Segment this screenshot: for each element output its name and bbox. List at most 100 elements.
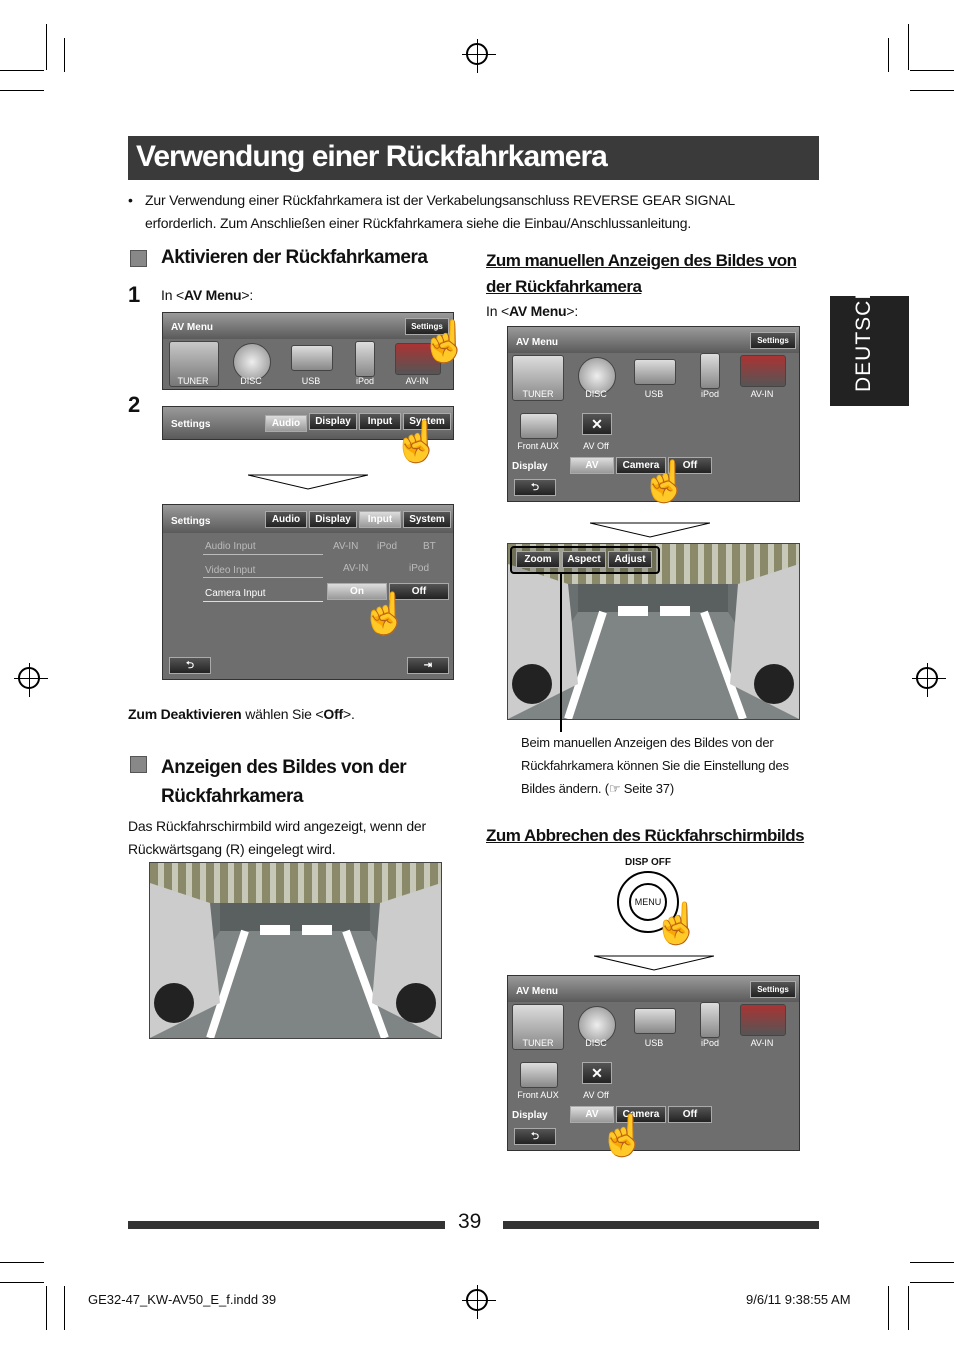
icon-label: AV Off (583, 1090, 609, 1100)
icon-label: iPod (355, 376, 374, 386)
av-in-icon[interactable] (395, 343, 441, 375)
usb-icon[interactable] (634, 359, 676, 385)
av-menu-title: AV Menu (516, 337, 559, 348)
back-icon[interactable]: ⮌ (514, 1128, 556, 1145)
settings-title: Settings (171, 419, 211, 430)
tab-system[interactable]: System (403, 511, 451, 528)
icon-label: DISC (585, 1038, 607, 1048)
disp-off-label: DISP OFF (625, 857, 671, 868)
adjust-note: Beim manuellen Anzeigen des Bildes von d… (521, 735, 789, 796)
tab-system[interactable]: System (403, 413, 451, 430)
icon-label: USB (301, 376, 321, 386)
icon-label: AV Off (583, 441, 609, 451)
callout-line (560, 572, 562, 732)
language-tab: DEUTSCH (830, 283, 909, 406)
icon-label: TUNER (522, 389, 554, 399)
disc-icon[interactable] (233, 343, 271, 381)
settings-button[interactable]: Settings (750, 332, 796, 349)
aspect-button[interactable]: Aspect (562, 551, 606, 568)
crop-mark (46, 24, 47, 70)
arrow-down-icon (248, 474, 368, 490)
front-aux-icon[interactable] (520, 1062, 558, 1088)
tab-audio[interactable]: Audio (265, 415, 307, 432)
settings-input-screen: Settings Audio Display Input System Audi… (162, 504, 454, 680)
back-icon[interactable]: ⮌ (514, 479, 556, 496)
row-option: iPod (409, 563, 430, 574)
hand-pointer-icon: ☝ (598, 1114, 648, 1158)
settings-title: Settings (171, 516, 211, 527)
ipod-icon[interactable] (700, 353, 720, 389)
menu-knob[interactable]: MENU (617, 871, 679, 933)
ipod-icon[interactable] (355, 341, 375, 377)
exit-icon[interactable]: ⇥ (407, 657, 449, 674)
settings-button[interactable]: Settings (405, 318, 449, 335)
icon-label: USB (644, 389, 664, 399)
icon-label: DISC (585, 389, 607, 399)
display-off-button[interactable]: Off (668, 1106, 712, 1123)
tab-audio[interactable]: Audio (265, 511, 307, 528)
hand-pointer-icon: ☝ (640, 460, 690, 504)
tab-input[interactable]: Input (359, 511, 401, 528)
tab-input[interactable]: Input (359, 413, 401, 430)
settings-button[interactable]: Settings (750, 981, 796, 998)
row-option: iPod (377, 541, 398, 552)
row-label: Video Input (205, 565, 256, 576)
arrow-down-icon (594, 955, 714, 971)
camera-input-on-button[interactable]: On (327, 583, 387, 600)
icon-label: AV-IN (405, 376, 429, 386)
display-camera-button[interactable]: Camera (616, 1106, 666, 1123)
close-icon[interactable]: ✕ (582, 413, 612, 435)
crop-mark (910, 1262, 954, 1263)
av-menu-screen: AV Menu Settings TUNER DISC USB iPod AV-… (162, 312, 454, 390)
camera-input-off-button[interactable]: Off (389, 583, 449, 600)
tab-display[interactable]: Display (309, 511, 357, 528)
hand-pointer-icon: ☝ (652, 902, 702, 946)
icon-label: Front AUX (517, 1090, 559, 1100)
disc-icon[interactable] (578, 1006, 616, 1044)
hand-pointer-icon: ☝ (420, 320, 470, 364)
footer-bar-left (128, 1221, 445, 1229)
tuner-icon[interactable] (512, 1004, 564, 1050)
front-aux-icon[interactable] (520, 413, 558, 439)
page-number: 39 (458, 1210, 482, 1233)
disc-icon[interactable] (578, 357, 616, 395)
crop-mark (908, 24, 909, 70)
language-tab-label: DEUTSCH (852, 283, 875, 392)
tuner-icon[interactable] (512, 355, 564, 401)
footer-file: GE32-47_KW-AV50_E_f.indd 39 (88, 1292, 277, 1307)
usb-icon[interactable] (291, 345, 333, 371)
intro-bullet: • Zur Verwendung einer Rückfahrkamera is… (128, 189, 808, 235)
step-number: 2 (128, 392, 141, 417)
crop-mark (0, 90, 44, 91)
tab-display[interactable]: Display (309, 413, 357, 430)
av-in-icon[interactable] (740, 1004, 786, 1036)
ipod-icon[interactable] (700, 1002, 720, 1038)
sub1-text: In <AV Menu>: (486, 303, 579, 319)
zoom-button[interactable]: Zoom (516, 551, 560, 568)
icon-label: Front AUX (517, 441, 559, 451)
display-off-button[interactable]: Off (668, 457, 712, 474)
tuner-icon[interactable] (169, 341, 219, 387)
menu-button[interactable]: MENU (629, 883, 667, 921)
icon-label: iPod (700, 389, 719, 399)
display-av-button[interactable]: AV (570, 1106, 614, 1123)
icon-label: AV-IN (750, 1038, 774, 1048)
display-av-button[interactable]: AV (570, 457, 614, 474)
display-label: Display (512, 461, 548, 472)
display-camera-button[interactable]: Camera (616, 457, 666, 474)
registration-mark-icon (462, 1285, 496, 1319)
usb-icon[interactable] (634, 1008, 676, 1034)
section-heading-display: Anzeigen des Bildes von der Rückfahrkame… (161, 757, 407, 807)
section-marker (130, 250, 147, 267)
row-label: Camera Input (205, 588, 266, 599)
av-in-icon[interactable] (740, 355, 786, 387)
parking-guide-lines (150, 883, 441, 1038)
section2-text: Das Rückfahrschirmbild wird angezeigt, w… (128, 818, 426, 857)
back-icon[interactable]: ⮌ (169, 657, 211, 674)
rear-camera-image (149, 862, 442, 1039)
crop-mark (908, 1286, 909, 1330)
av-menu-title: AV Menu (516, 986, 559, 997)
icon-label: DISC (240, 376, 262, 386)
close-icon[interactable]: ✕ (582, 1062, 612, 1084)
adjust-button[interactable]: Adjust (608, 551, 652, 568)
